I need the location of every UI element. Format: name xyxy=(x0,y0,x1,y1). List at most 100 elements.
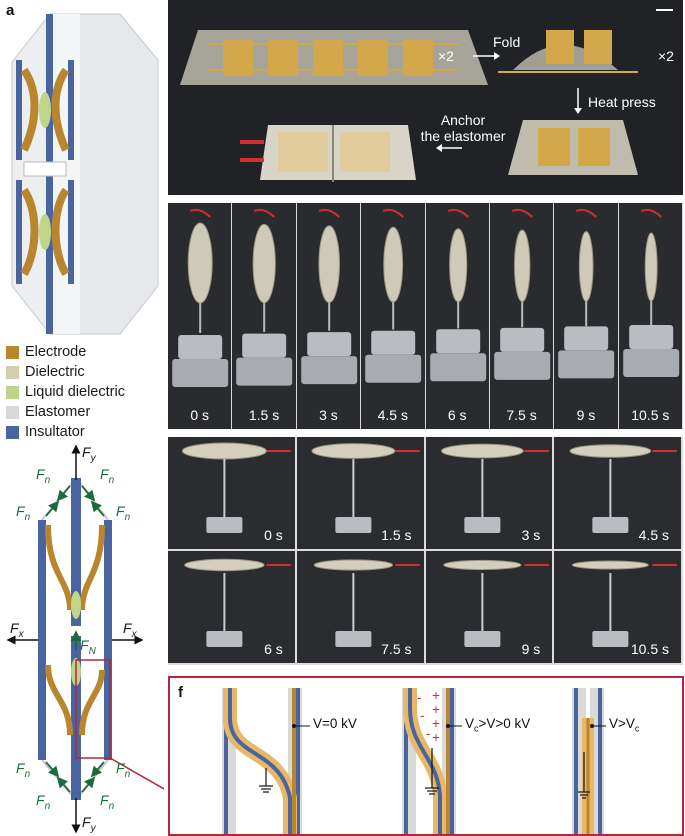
actuator-weight-drawing xyxy=(622,208,679,377)
actuator-weight-drawing xyxy=(440,443,549,533)
fn-label-5: Fn xyxy=(16,760,30,780)
legend-label: Insultator xyxy=(25,424,85,440)
legend-elastomer: Elastomer xyxy=(6,404,90,420)
frame-time-label: 4.5 s xyxy=(377,407,408,423)
force-symbol: F xyxy=(116,760,125,776)
actuator-weight-drawing xyxy=(558,208,615,379)
vertical-frame: 9 s xyxy=(554,203,619,429)
fy-top-label: Fy xyxy=(82,444,96,464)
frame-time-label: 9 s xyxy=(521,641,541,657)
actuator-weight-drawing xyxy=(569,444,677,533)
force-sub: n xyxy=(108,800,115,812)
force-symbol: F xyxy=(36,466,45,482)
frame-time-label: 0 s xyxy=(190,407,210,423)
anchor-line-1: Anchor xyxy=(440,112,486,128)
frame-time-label: 0 s xyxy=(264,527,283,543)
force-sub: x xyxy=(131,628,137,640)
actuator-weight-drawing xyxy=(181,442,291,533)
heat-press-label: Heat press xyxy=(588,94,656,110)
device-3d-illustration xyxy=(11,12,159,336)
actuator-weight-drawing xyxy=(313,559,420,647)
actuator-weight-drawing xyxy=(365,208,422,383)
force-symbol: F xyxy=(36,792,45,808)
fabrication-drawing xyxy=(180,9,673,182)
legend-label: Electrode xyxy=(25,344,87,360)
fy-bottom-label: Fy xyxy=(82,814,96,834)
state2-voltage: Vc>V>0 kV xyxy=(465,716,530,734)
legend-electrode: Electrode xyxy=(6,344,86,360)
minus-charge: - xyxy=(417,690,422,705)
anchor-label: Anchor the elastomer xyxy=(418,112,508,144)
actuator-weight-drawing xyxy=(494,208,551,380)
fold-label: Fold xyxy=(493,34,521,50)
actuator-weight-drawing xyxy=(442,559,549,647)
voltage-text: V>V xyxy=(609,716,635,731)
force-symbol: F xyxy=(80,637,89,653)
vertical-frame: 7.5 s xyxy=(489,203,555,429)
fn-label-3: Fn xyxy=(16,503,30,523)
fn-label-4: Fn xyxy=(116,503,130,523)
actuator-weight-drawing xyxy=(429,208,486,382)
fn-label-8: Fn xyxy=(100,792,114,812)
horizontal-frame: 9 s xyxy=(425,551,553,663)
frame-time-label: 3 s xyxy=(319,407,338,423)
voltage-text: V xyxy=(465,716,475,731)
minus-charge: - xyxy=(420,708,425,723)
horizontal-frame: 4.5 s xyxy=(554,437,681,549)
panel-label-f: f xyxy=(178,684,183,701)
horizontal-frame: 6 s xyxy=(168,551,295,663)
vertical-frame: 0 s xyxy=(168,203,233,429)
legend-label: Dielectric xyxy=(25,364,85,380)
force-symbol: F xyxy=(116,503,125,519)
panel-label-a: a xyxy=(6,2,15,19)
fx-right-label: Fx xyxy=(123,620,137,640)
actuator-weight-drawing xyxy=(172,208,229,387)
force-sub: n xyxy=(124,511,131,523)
insulator-swatch xyxy=(6,425,19,439)
frame-time-label: 10.5 s xyxy=(631,407,670,423)
state3-voltage: V>Vc xyxy=(609,716,639,734)
force-symbol: F xyxy=(10,620,19,636)
anchor-line-2: the elastomer xyxy=(420,128,506,144)
elastomer-swatch xyxy=(6,405,19,419)
actuator-weight-drawing xyxy=(572,560,677,647)
actuator-weight-drawing xyxy=(184,558,291,647)
force-symbol: F xyxy=(82,814,91,830)
fn-label-2: Fn xyxy=(100,466,114,486)
force-symbol: F xyxy=(123,620,132,636)
voltage-sub: c xyxy=(634,723,640,734)
dielectric-swatch xyxy=(6,365,19,379)
force-sub: n xyxy=(44,474,51,486)
force-sub: x xyxy=(18,628,24,640)
force-sub: n xyxy=(24,511,31,523)
force-symbol: F xyxy=(16,503,25,519)
x2-right-label: ×2 xyxy=(658,48,674,64)
horizontal-frame: 1.5 s xyxy=(296,437,424,549)
horizontal-frame: 3 s xyxy=(425,437,553,549)
frame-time-label: 4.5 s xyxy=(638,527,669,543)
force-sub: y xyxy=(90,452,96,464)
frame-time-label: 1.5 s xyxy=(248,407,280,423)
force-symbol: F xyxy=(16,760,25,776)
vertical-frame: 4.5 s xyxy=(361,203,426,429)
frame-time-label: 3 s xyxy=(521,527,541,543)
voltage-sub: c xyxy=(474,723,479,734)
frame-time-label: 7.5 s xyxy=(506,407,537,423)
zipping-states-box: f xyxy=(168,676,684,836)
force-sub: n xyxy=(24,768,31,780)
actuator-weight-drawing xyxy=(236,208,293,386)
voltage-text: >V>0 kV xyxy=(478,716,531,731)
vertical-frame: 10.5 s xyxy=(618,203,683,429)
force-symbol: F xyxy=(100,466,109,482)
plus-charge: + xyxy=(432,688,440,703)
horizontal-frame: 10.5 s xyxy=(554,551,681,663)
force-symbol: F xyxy=(82,444,91,460)
fn-label-7: Fn xyxy=(36,792,50,812)
state1-voltage: V=0 kV xyxy=(313,716,357,731)
legend-liquid-dielectric: Liquid dielectric xyxy=(6,384,125,400)
actuator-weight-drawing xyxy=(311,443,420,533)
fabrication-photo: ×2 Fold ×2 Heat press Anchor the elastom… xyxy=(168,0,683,195)
frame-time-label: 6 s xyxy=(264,641,283,657)
